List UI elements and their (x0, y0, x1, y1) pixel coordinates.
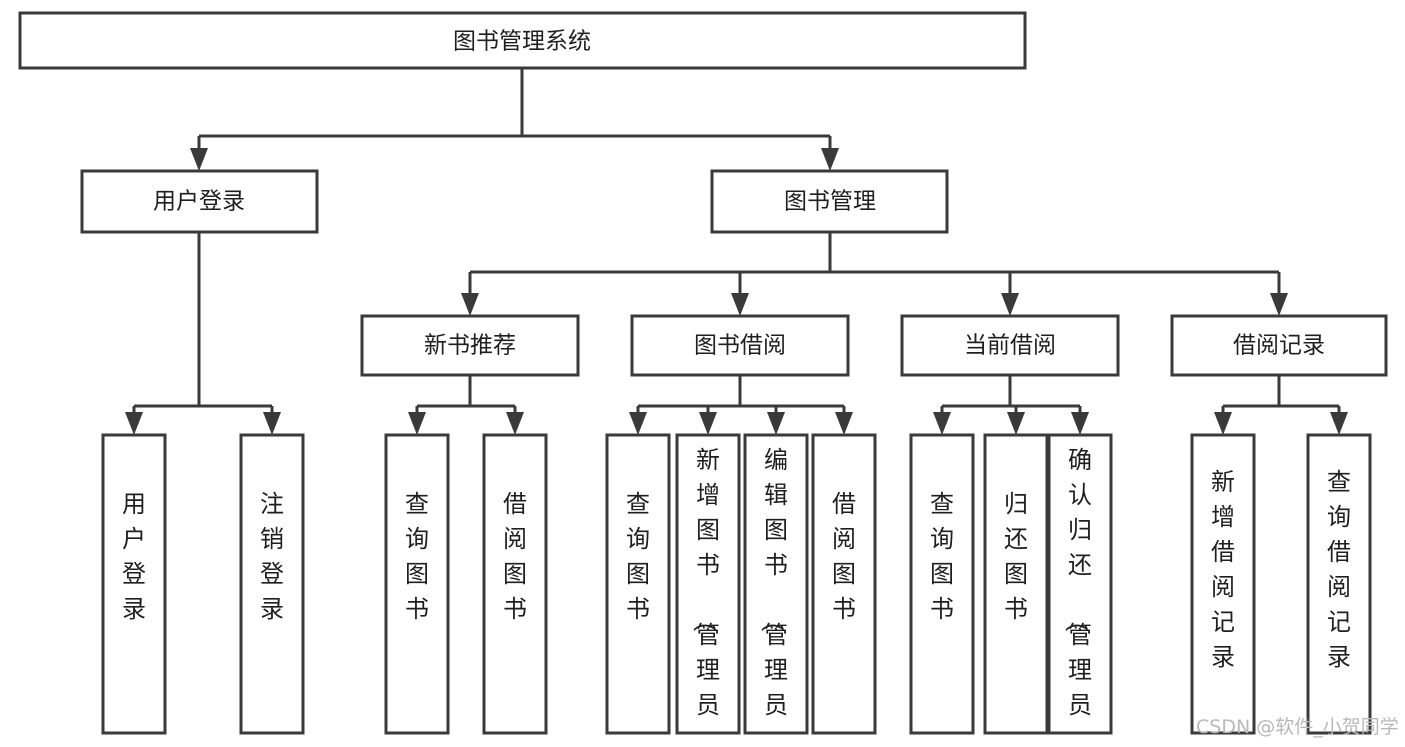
arrow-user-leaf-2-icon (263, 412, 281, 435)
leaf-label: 查询借阅记录 (1327, 468, 1351, 671)
node-book-borrow[interactable]: 图书借阅 (630, 314, 850, 377)
arrow-borrow-leaf-1-icon (629, 412, 647, 435)
arrow-current-leaf-1-icon (933, 412, 951, 435)
node-current-borrow-label: 当前借阅 (964, 333, 1056, 359)
arrow-current-leaf-3-icon (1071, 412, 1089, 435)
leaf-label: 借阅图书 (503, 490, 527, 623)
leaf-node[interactable]: 查询图书 (384, 433, 450, 735)
leaf-node[interactable]: 查询图书 (605, 433, 671, 735)
leaf-node[interactable]: 新增借阅记录 (1190, 433, 1256, 735)
arrow-borrow-leaf-3-icon (767, 412, 785, 435)
node-book-borrow-box[interactable] (630, 314, 850, 377)
node-book-management-box[interactable] (710, 169, 949, 234)
leaf-box[interactable] (983, 433, 1049, 735)
node-book-management-label: 图书管理 (784, 189, 876, 215)
leaf-node[interactable]: 查询图书 (909, 433, 975, 735)
node-current-borrow-box[interactable] (900, 314, 1120, 377)
leaf-label: 借阅图书 (832, 490, 856, 623)
leaf-node[interactable]: 新增图书（管理员） (675, 433, 741, 747)
arrow-borrow-leaf-4-icon (835, 412, 853, 435)
arrow-root-to-books-icon (821, 148, 839, 171)
node-borrow-record-label: 借阅记录 (1233, 333, 1325, 359)
node-root[interactable]: 图书管理系统 (18, 11, 1027, 70)
connector-layer (125, 68, 1348, 435)
leaf-label: 新增借阅记录 (1211, 468, 1235, 671)
node-borrow-record-box[interactable] (1170, 314, 1388, 377)
leaf-box[interactable] (743, 433, 809, 735)
leaf-box[interactable] (1047, 433, 1113, 735)
leaf-label: 查询图书 (405, 490, 429, 623)
leaf-label: 查询图书 (626, 490, 650, 623)
leaf-node[interactable]: 借阅图书 (482, 433, 548, 735)
arrow-books-to-record-icon (1270, 293, 1288, 316)
node-root-box[interactable] (18, 11, 1027, 70)
leaf-box[interactable] (239, 433, 305, 735)
leaf-node[interactable]: 用户登录 (101, 433, 167, 735)
leaf-node[interactable]: 借阅图书 (811, 433, 877, 735)
leaf-label: 新增图书（管理员） (690, 446, 720, 747)
leaf-box[interactable] (605, 433, 671, 735)
leaf-box[interactable] (101, 433, 167, 735)
leaf-label: 编辑图书（管理员） (758, 446, 788, 747)
leaf-box[interactable] (384, 433, 450, 735)
leaf-node[interactable]: 注销登录 (239, 433, 305, 735)
arrow-record-leaf-2-icon (1330, 412, 1348, 435)
arrow-current-leaf-2-icon (1007, 412, 1025, 435)
node-borrow-record[interactable]: 借阅记录 (1170, 314, 1388, 377)
arrow-books-to-borrow-icon (731, 293, 749, 316)
arrow-books-to-new-icon (461, 293, 479, 316)
arrow-new-leaf-2-icon (506, 412, 524, 435)
node-new-book-recommend[interactable]: 新书推荐 (360, 314, 580, 377)
arrow-root-to-user-icon (190, 148, 208, 171)
arrow-borrow-leaf-2-icon (699, 412, 717, 435)
node-book-management[interactable]: 图书管理 (710, 169, 949, 234)
leaf-node[interactable]: 编辑图书（管理员） (743, 433, 809, 747)
node-new-book-recommend-label: 新书推荐 (424, 333, 516, 359)
node-current-borrow[interactable]: 当前借阅 (900, 314, 1120, 377)
node-user-login-label: 用户登录 (153, 189, 245, 215)
arrow-record-leaf-1-icon (1214, 412, 1232, 435)
node-book-borrow-label: 图书借阅 (694, 333, 786, 359)
arrow-books-to-current-icon (1001, 293, 1019, 316)
leaf-box[interactable] (909, 433, 975, 735)
node-root-label: 图书管理系统 (453, 29, 591, 55)
leaf-node[interactable]: 查询借阅记录 (1306, 433, 1372, 735)
node-new-book-recommend-box[interactable] (360, 314, 580, 377)
leaf-box[interactable] (675, 433, 741, 735)
leaf-box[interactable] (811, 433, 877, 735)
leaf-label: 查询图书 (930, 490, 954, 623)
leaf-label: 用户登录 (122, 490, 146, 623)
csdn-watermark: CSDN @软件_小贺同学 (1196, 716, 1399, 738)
node-user-login[interactable]: 用户登录 (80, 169, 319, 234)
leaf-node[interactable]: 归还图书 (983, 433, 1049, 735)
leaf-box[interactable] (1190, 433, 1256, 735)
leaf-label: 归还图书 (1004, 490, 1028, 623)
arrow-new-leaf-1-icon (408, 412, 426, 435)
leaf-label: 注销登录 (260, 490, 284, 623)
leaf-box[interactable] (1306, 433, 1372, 735)
leaf-node[interactable]: 确认归还（管理员） (1047, 433, 1113, 747)
node-user-login-box[interactable] (80, 169, 319, 234)
leaf-label: 确认归还（管理员） (1062, 446, 1092, 747)
leaf-box[interactable] (482, 433, 548, 735)
arrow-user-leaf-1-icon (125, 412, 143, 435)
